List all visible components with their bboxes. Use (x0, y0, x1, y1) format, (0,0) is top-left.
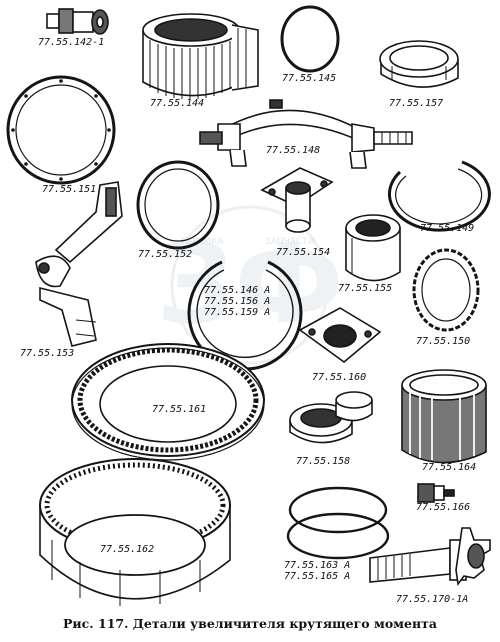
part-shift-fork-148 (199, 99, 413, 169)
part-label: 77.55.150 (416, 336, 470, 347)
part-sleeve-164 (401, 369, 487, 464)
part-flange-plate-160 (298, 307, 382, 364)
part-pin-166 (417, 483, 455, 503)
part-label: 77.55.160 (312, 372, 366, 383)
part-gasket-151 (6, 75, 116, 185)
part-snap-ring-149 (387, 160, 491, 232)
part-roller-drum-144 (142, 13, 259, 99)
part-ring-gear-161 (71, 343, 265, 461)
part-label: 77.55.145 (282, 73, 336, 84)
watermark-left: ТЕХНИКА (179, 237, 224, 247)
part-lever-153 (35, 181, 123, 347)
part-label: 77.55.149 (420, 223, 474, 234)
part-toothed-ring-162 (39, 458, 231, 606)
part-label: 77.55.170-1А (396, 594, 468, 605)
part-label: 77.55.144 (150, 98, 204, 109)
part-label: 77.55.146 А (204, 285, 270, 296)
part-label: 77.55.158 (296, 456, 350, 467)
part-ring-145 (280, 5, 340, 73)
part-ring-152 (136, 160, 220, 250)
part-label: 77.55.155 (338, 283, 392, 294)
part-label: 77.55.151 (42, 184, 96, 195)
part-label: 77.55.152 (138, 249, 192, 260)
part-cylinder-155 (345, 214, 401, 282)
part-thin-rings-163-165 (286, 486, 390, 560)
part-label: 77.55.161 (152, 404, 206, 415)
part-bushing-157 (379, 40, 459, 88)
part-labels: 77.55.142-1 77.55.144 77.55.145 77.55.15… (20, 37, 476, 605)
part-label: 77.55.166 (416, 502, 470, 513)
part-shaft-142 (46, 8, 109, 35)
part-label: 77.55.154 (276, 247, 330, 258)
watermark-right: ЗАПЧАСТИ (265, 237, 315, 247)
part-label: 77.55.142-1 (38, 37, 104, 48)
part-label: 77.55.163 А (284, 560, 350, 571)
figure-caption: Рис. 117. Детали увеличителя крутящего м… (63, 616, 437, 631)
part-label: 77.55.164 (422, 462, 476, 473)
part-flanged-bushing-154 (260, 167, 334, 233)
part-label: 77.55.162 (100, 544, 154, 555)
part-label: 77.55.159 А (204, 307, 270, 318)
part-label: 77.55.153 (20, 348, 74, 359)
part-gear-shaft-170 (369, 527, 491, 587)
part-label: 77.55.157 (389, 98, 443, 109)
part-label: 77.55.148 (266, 145, 320, 156)
part-label: 77.55.156 А (204, 296, 270, 307)
part-label: 77.55.165 А (284, 571, 350, 582)
part-step-bushing-158 (289, 391, 373, 444)
part-toothed-gasket-150 (412, 248, 480, 332)
